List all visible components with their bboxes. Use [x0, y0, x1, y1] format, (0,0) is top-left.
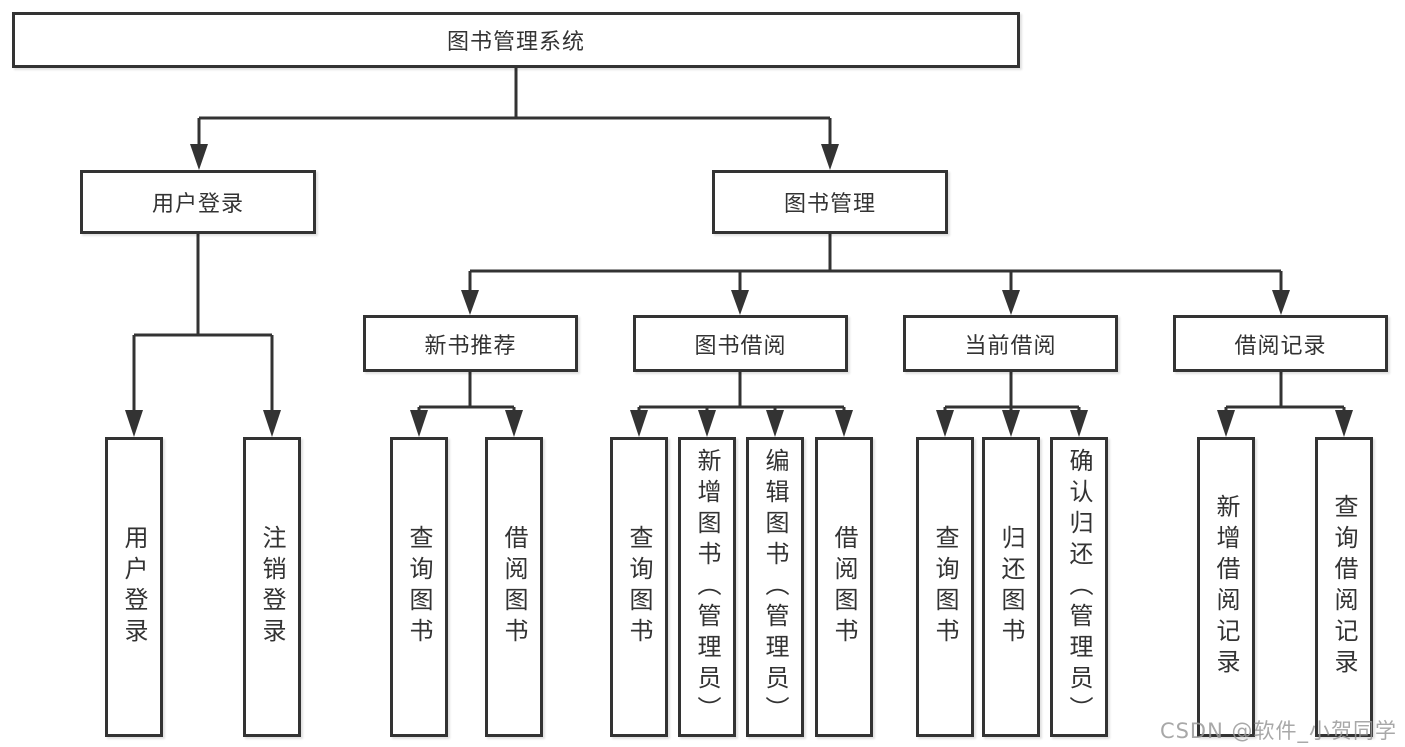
leaf-query-books-current: 查询图书: [916, 437, 974, 737]
leaf-query-books-recommend: 查询图书: [390, 437, 448, 737]
node-book-borrow: 图书借阅: [633, 315, 848, 372]
leaf-borrow-books-recommend: 借阅图书: [485, 437, 543, 737]
node-borrow-records: 借阅记录: [1173, 315, 1388, 372]
leaf-label: 查询图书: [625, 525, 653, 649]
node-user-login: 用户登录: [80, 170, 316, 234]
node-root: 图书管理系统: [12, 12, 1020, 68]
leaf-label: 确认归还（管理员）: [1065, 447, 1093, 727]
node-book-management: 图书管理: [712, 170, 948, 234]
leaf-label: 注销登录: [258, 525, 286, 649]
watermark: CSDN @软件_小贺同学: [1159, 719, 1397, 743]
leaf-label: 查询图书: [405, 525, 433, 649]
leaf-label: 新增图书（管理员）: [693, 447, 721, 727]
leaf-add-book-admin: 新增图书（管理员）: [678, 437, 736, 737]
leaf-confirm-return-admin: 确认归还（管理员）: [1050, 437, 1108, 737]
leaf-label: 借阅图书: [500, 525, 528, 649]
leaf-add-borrow-record: 新增借阅记录: [1197, 437, 1255, 737]
node-new-book-recommend: 新书推荐: [363, 315, 578, 372]
leaf-label: 用户登录: [120, 525, 148, 649]
leaf-label: 查询图书: [931, 525, 959, 649]
leaf-borrow-books: 借阅图书: [815, 437, 873, 737]
leaf-label: 查询借阅记录: [1330, 494, 1358, 680]
node-current-borrow: 当前借阅: [903, 315, 1118, 372]
leaf-label: 借阅图书: [830, 525, 858, 649]
leaf-logout: 注销登录: [243, 437, 301, 737]
leaf-label: 编辑图书（管理员）: [761, 447, 789, 727]
leaf-query-books-borrow: 查询图书: [610, 437, 668, 737]
leaf-user-login: 用户登录: [105, 437, 163, 737]
leaf-label: 归还图书: [997, 525, 1025, 649]
leaf-label: 新增借阅记录: [1212, 494, 1240, 680]
leaf-return-book: 归还图书: [982, 437, 1040, 737]
leaf-edit-book-admin: 编辑图书（管理员）: [746, 437, 804, 737]
leaf-query-borrow-record: 查询借阅记录: [1315, 437, 1373, 737]
